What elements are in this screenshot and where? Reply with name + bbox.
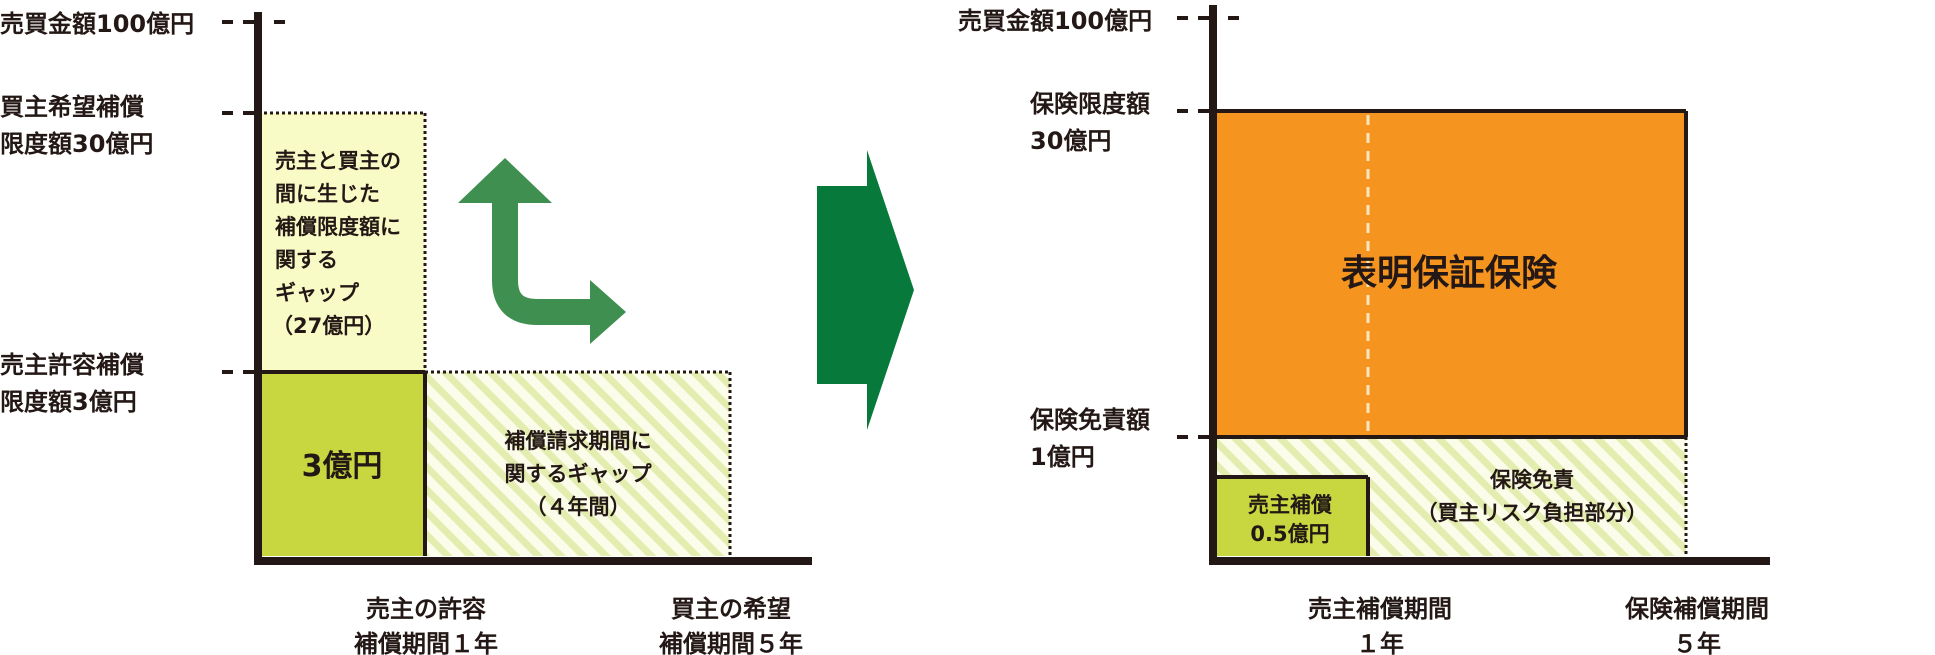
right-label-insurance-limit-1: 保険限度額	[1029, 90, 1150, 118]
gap-box-line-5: ギャップ	[275, 281, 360, 305]
deductible-line-2: （買主リスク負担部分）	[1417, 501, 1648, 525]
right-label-deductible-1: 保険免責額	[1029, 406, 1150, 434]
left-label-seller-limit-2: 限度額3億円	[0, 388, 137, 416]
gap-box-line-3: 補償限度額に	[274, 215, 401, 239]
left-diagram: 売買金額100億円 買主希望補償 限度額30億円 売主許容補償 限度額3億円 売…	[0, 10, 812, 655]
insurance-box-label: 表明保証保険	[1341, 253, 1558, 294]
period-gap-line-1: 補償請求期間に	[504, 429, 652, 453]
seller-limit-box	[258, 372, 425, 556]
seller-box-outline	[258, 370, 427, 556]
right-x-label-seller-1: 売主補償期間	[1308, 595, 1452, 623]
left-label-buyer-limit-2: 限度額30億円	[0, 130, 153, 158]
left-label-total: 売買金額100億円	[0, 10, 194, 38]
right-x-label-insurance-2: ５年	[1673, 630, 1721, 655]
period-gap-area	[425, 372, 730, 556]
right-y-ticks	[1177, 16, 1239, 439]
left-label-buyer-limit-1: 買主希望補償	[0, 93, 144, 121]
gap-box-line-4: 関する	[275, 248, 338, 272]
insurance-box	[1213, 111, 1686, 437]
right-label-insurance-limit-2: 30億円	[1030, 127, 1111, 155]
seller-comp-line-1: 売主補償	[1248, 493, 1332, 517]
deductible-line-1: 保険免責	[1489, 468, 1574, 492]
right-x-label-insurance-1: 保険補償期間	[1624, 595, 1769, 623]
right-diagram: 売買金額100億円 保険限度額 30億円 保険免責額 1億円 表明保証保険 売主…	[958, 5, 1770, 655]
left-x-label-seller-2: 補償期間１年	[353, 630, 498, 655]
seller-comp-line-2: 0.5億円	[1250, 522, 1329, 546]
left-x-label-buyer-1: 買主の希望	[671, 595, 791, 623]
seller-buyer-gap-box	[258, 113, 425, 372]
right-x-label-seller-2: １年	[1356, 630, 1404, 655]
dotted-outlines	[258, 111, 732, 556]
left-y-ticks	[222, 20, 285, 374]
gap-box-line-6: （27億円）	[272, 314, 385, 338]
seller-comp-box	[1213, 477, 1368, 556]
period-gap-line-2: 関するギャップ	[505, 462, 653, 486]
gap-box-line-1: 売主と買主の	[275, 149, 401, 173]
seller-box-label: 3億円	[302, 449, 383, 484]
left-x-label-seller-1: 売主の許容	[366, 595, 486, 623]
transition-arrow	[817, 150, 914, 430]
right-label-total: 売買金額100億円	[958, 7, 1152, 35]
gap-direction-arrow	[458, 158, 626, 344]
period-gap-line-3: （４年間）	[526, 495, 631, 519]
right-label-deductible-2: 1億円	[1030, 443, 1095, 471]
left-x-label-buyer-2: 補償期間５年	[658, 630, 803, 655]
gap-box-line-2: 間に生じた	[275, 182, 380, 206]
right-outlines	[1213, 109, 1688, 556]
left-label-seller-limit-1: 売主許容補償	[0, 351, 144, 379]
